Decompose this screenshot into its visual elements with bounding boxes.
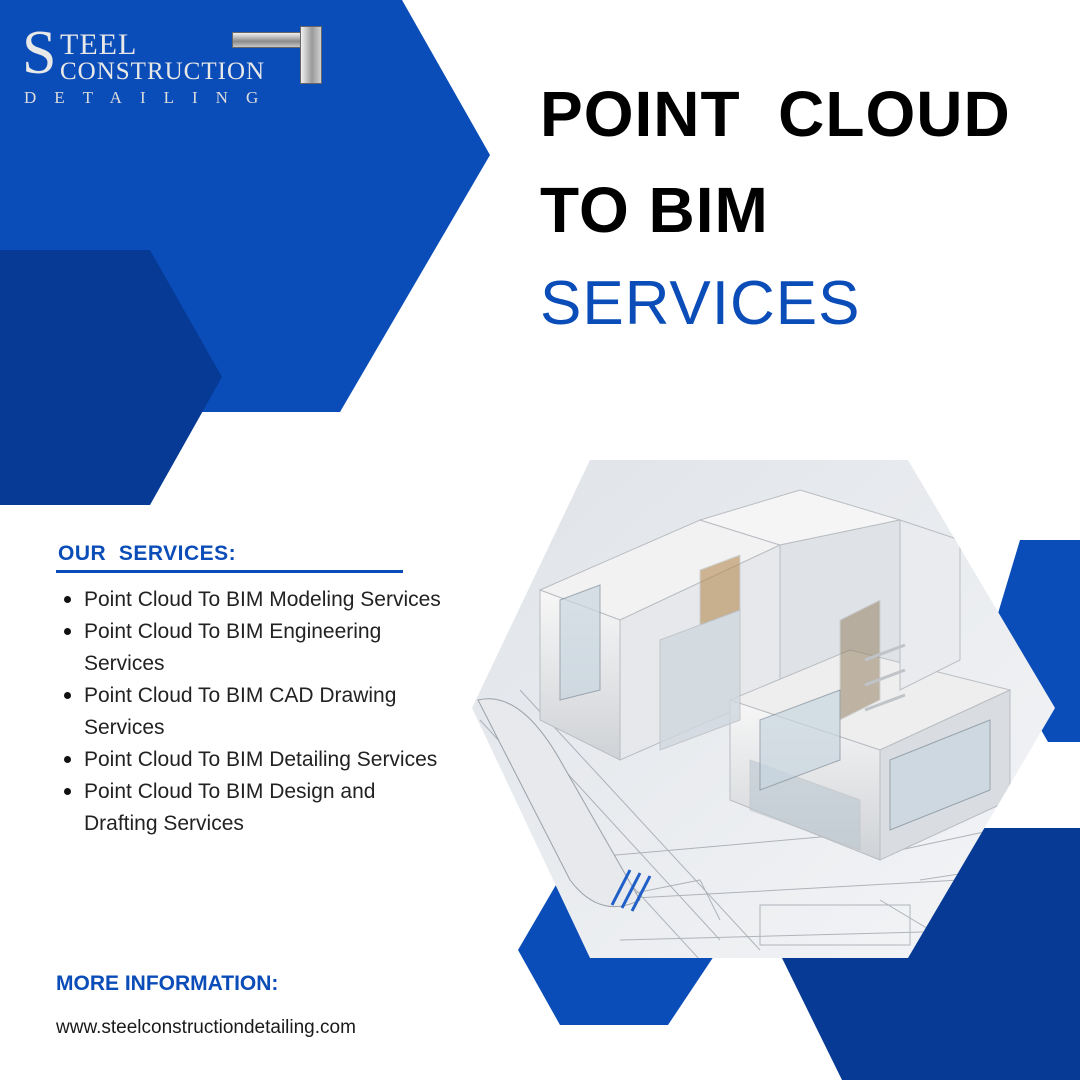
service-item: Point Cloud To BIM CAD Drawing Services bbox=[62, 680, 442, 744]
service-item: Point Cloud To BIM Engineering Services bbox=[62, 616, 442, 680]
service-item: Point Cloud To BIM Modeling Services bbox=[62, 584, 442, 616]
company-logo: S TEEL CONSTRUCTION DETAILING bbox=[22, 19, 322, 114]
steel-column-icon bbox=[300, 26, 322, 84]
website-link[interactable]: www.steelconstructiondetailing.com bbox=[56, 1017, 356, 1038]
title-line-2: TO BIM bbox=[540, 174, 769, 246]
title-line-3: SERVICES bbox=[540, 269, 861, 338]
logo-word-construction: CONSTRUCTION bbox=[60, 58, 266, 85]
steel-beam-icon bbox=[232, 32, 302, 48]
services-list: Point Cloud To BIM Modeling Services Poi… bbox=[62, 584, 442, 840]
hex-right-mid bbox=[990, 540, 1080, 742]
service-item: Point Cloud To BIM Detailing Services bbox=[62, 744, 442, 776]
service-item: Point Cloud To BIM Design and Drafting S… bbox=[62, 776, 442, 840]
title-line-1: POINT CLOUD bbox=[540, 78, 1011, 150]
services-underline bbox=[56, 570, 403, 573]
hex-left-dark bbox=[0, 250, 222, 505]
services-heading: OUR SERVICES: bbox=[58, 542, 237, 565]
logo-initial: S bbox=[22, 19, 58, 87]
logo-word-steel: TEEL bbox=[60, 28, 138, 61]
more-info-heading: MORE INFORMATION: bbox=[56, 972, 279, 995]
logo-word-detailing: DETAILING bbox=[24, 88, 277, 107]
